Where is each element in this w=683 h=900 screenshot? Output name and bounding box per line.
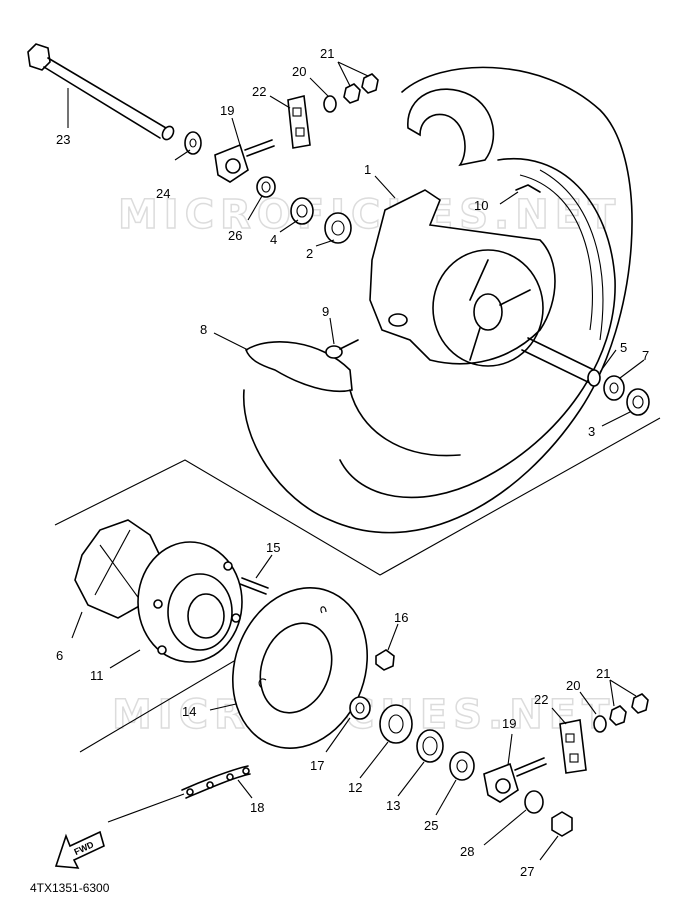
callout-13: 13 xyxy=(386,798,400,813)
washer-28 xyxy=(524,790,544,814)
callout-5: 5 xyxy=(620,340,627,355)
callout-21-lower: 21 xyxy=(596,666,610,681)
cast-wheel xyxy=(369,189,556,367)
oil-seal-7 xyxy=(603,375,625,401)
assembly-outline-upper xyxy=(54,417,661,576)
chain-adjuster-upper xyxy=(214,139,275,183)
callout-11: 11 xyxy=(90,668,104,683)
nut-21-lower-a xyxy=(609,705,627,726)
stud-15 xyxy=(239,577,269,595)
callout-15: 15 xyxy=(266,540,280,555)
callout-21-upper: 21 xyxy=(320,46,334,61)
adjuster-plate-lower xyxy=(559,719,587,774)
nut-21-lower-b xyxy=(631,693,649,714)
callout-16: 16 xyxy=(394,610,408,625)
callout-25: 25 xyxy=(424,818,438,833)
rear-sprocket-14 xyxy=(231,587,369,749)
leader-lines xyxy=(67,61,645,861)
callout-9: 9 xyxy=(322,304,329,319)
callout-22-upper: 22 xyxy=(252,84,266,99)
callout-23: 23 xyxy=(56,132,70,147)
rear-tire xyxy=(243,66,633,534)
callout-27: 27 xyxy=(520,864,534,879)
callout-12: 12 xyxy=(348,780,362,795)
callout-6: 6 xyxy=(56,648,63,663)
watermark-top: MICROFICHES.NET xyxy=(118,192,621,238)
callout-19-lower: 19 xyxy=(502,716,516,731)
callout-4: 4 xyxy=(270,232,277,247)
nut-16 xyxy=(375,649,395,671)
bearing-3 xyxy=(626,388,650,416)
collar-25 xyxy=(449,751,475,781)
drive-chain-18 xyxy=(181,765,251,799)
valve-9 xyxy=(325,339,359,359)
callout-10: 10 xyxy=(474,198,488,213)
callout-14: 14 xyxy=(182,704,196,719)
callout-2: 2 xyxy=(306,246,313,261)
callout-17: 17 xyxy=(310,758,324,773)
callout-19-upper: 19 xyxy=(220,103,234,118)
collar-17 xyxy=(349,696,371,720)
callout-20-lower: 20 xyxy=(566,678,580,693)
nut-21-upper-b xyxy=(361,73,379,94)
callout-20-upper: 20 xyxy=(292,64,306,79)
spacer-5 xyxy=(521,337,601,387)
callout-26: 26 xyxy=(228,228,242,243)
callout-24: 24 xyxy=(156,186,170,201)
bearing-2 xyxy=(324,212,352,244)
callout-8: 8 xyxy=(200,322,207,337)
fwd-arrow-icon: FWD xyxy=(54,830,105,869)
callout-28: 28 xyxy=(460,844,474,859)
drawing-code: 4TX1351-6300 xyxy=(30,881,110,895)
callout-labels: 1 2 3 4 5 6 7 8 9 10 11 12 13 14 15 16 1… xyxy=(56,46,649,879)
adjuster-plate-upper xyxy=(287,95,311,149)
washer-24 xyxy=(184,131,202,155)
callout-1: 1 xyxy=(364,162,371,177)
tire-section-8 xyxy=(245,341,461,457)
washer-20-upper xyxy=(323,95,337,113)
collar-26 xyxy=(256,176,276,198)
oil-seal-13 xyxy=(416,729,444,763)
callout-22-lower: 22 xyxy=(534,692,548,707)
callout-7: 7 xyxy=(642,348,649,363)
sprocket-hub xyxy=(137,541,243,663)
balance-weight-10 xyxy=(515,184,541,193)
nut-21-upper-a xyxy=(343,83,361,104)
callout-3: 3 xyxy=(588,424,595,439)
washer-20-lower xyxy=(593,715,607,733)
rear-axle xyxy=(27,43,175,141)
bearing-12 xyxy=(379,704,413,744)
tube-section-top xyxy=(407,88,495,167)
callout-18: 18 xyxy=(250,800,264,815)
chain-adjuster-lower xyxy=(483,757,547,803)
oil-seal-4 xyxy=(290,197,314,225)
nut-27 xyxy=(551,811,573,837)
